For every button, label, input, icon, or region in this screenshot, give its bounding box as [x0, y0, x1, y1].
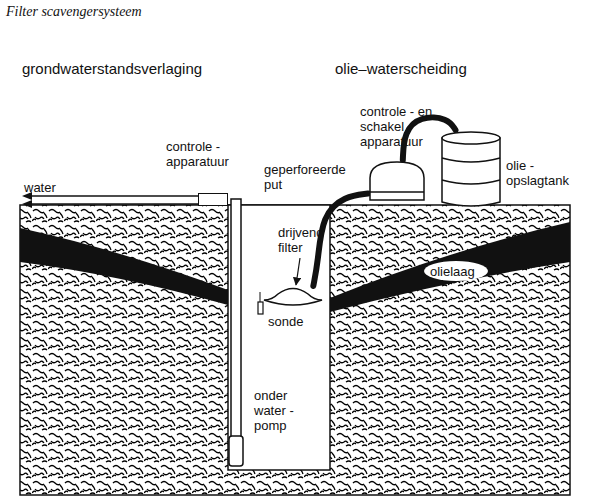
oil-layer-right — [330, 222, 570, 312]
tank-body — [442, 138, 500, 206]
ground-block — [20, 205, 570, 495]
shape-outline — [368, 160, 426, 202]
diagram-title: Filter scavengersysteem — [6, 4, 142, 19]
node-label: drijvend filter — [278, 225, 338, 255]
oil-layer-left — [20, 228, 228, 305]
pump-riser — [231, 199, 241, 437]
tank-band — [442, 158, 500, 162]
tank-band — [442, 180, 500, 184]
part-label: olie–waterscheiding — [335, 60, 575, 77]
node-label: olie - opslagtank — [506, 158, 576, 188]
unit-seam — [370, 191, 424, 193]
part-label: geperforeerde put — [264, 162, 359, 192]
node-label: controle - en schakel - apparatuur — [360, 104, 436, 149]
unit-body — [370, 162, 424, 200]
tank-lid — [442, 132, 500, 144]
floating-filter: drijvend filter — [264, 286, 322, 308]
oil-tank: olie - opslagtank — [440, 130, 502, 208]
part-label: onder water - pomp — [254, 388, 304, 433]
control-box: controle - apparatuur — [198, 193, 228, 206]
shape-outline — [440, 130, 502, 208]
probe-wire — [260, 292, 261, 302]
part-label: grondwaterstandsverlaging — [22, 60, 302, 77]
filter-shape — [264, 289, 322, 306]
shape-outline — [264, 286, 322, 308]
submersible-pump — [229, 436, 243, 466]
probe — [258, 302, 263, 314]
water-pipe — [30, 203, 200, 205]
water-pipe — [30, 195, 200, 197]
part-label: sonde — [268, 314, 318, 329]
leader-line — [296, 258, 300, 285]
part-label: water — [24, 180, 74, 195]
control-unit: controle - en schakel - apparatuur — [368, 160, 426, 202]
water-arrowhead — [22, 200, 32, 208]
part-label: olielaag — [430, 264, 490, 279]
node-label: controle - apparatuur — [166, 139, 238, 169]
